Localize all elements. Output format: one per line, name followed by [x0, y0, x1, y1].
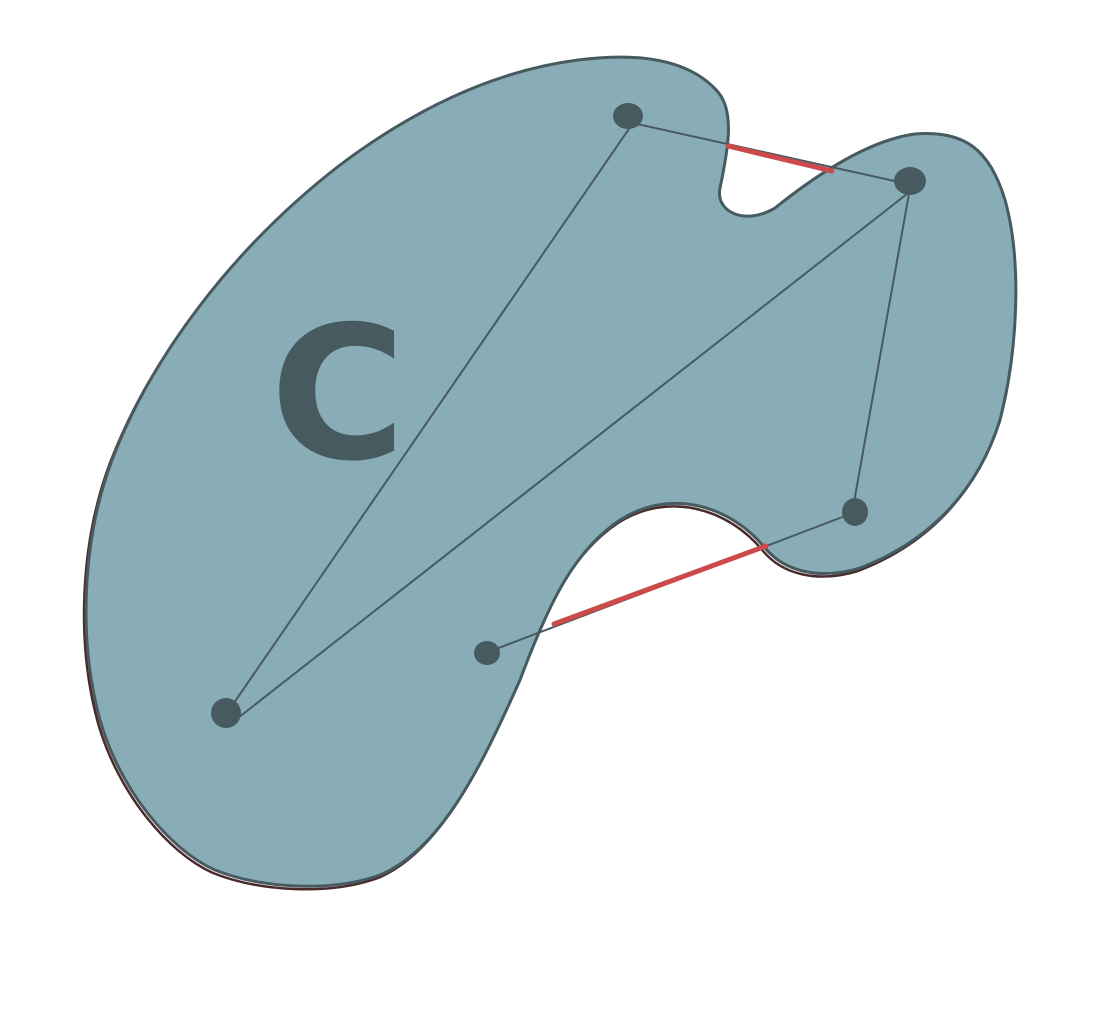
node-middle-bottom: [474, 641, 500, 665]
highlighted-edge-segments: [551, 143, 835, 627]
edge-top-right-middle-right: [852, 187, 911, 509]
node-middle-right: [842, 498, 868, 526]
node-bottom-left: [211, 698, 241, 728]
graph-nodes: [211, 103, 926, 728]
highlight-segment-top: [725, 143, 835, 174]
highlight-segment-bottom: [551, 543, 769, 627]
node-top-right: [894, 167, 926, 195]
edge-top-right-bottom-left: [228, 189, 913, 726]
edge-top-center-top-right: [627, 121, 909, 185]
node-top-center: [613, 103, 643, 129]
region-label: C: [270, 286, 406, 502]
edge-top-center-bottom-left: [226, 122, 634, 714]
